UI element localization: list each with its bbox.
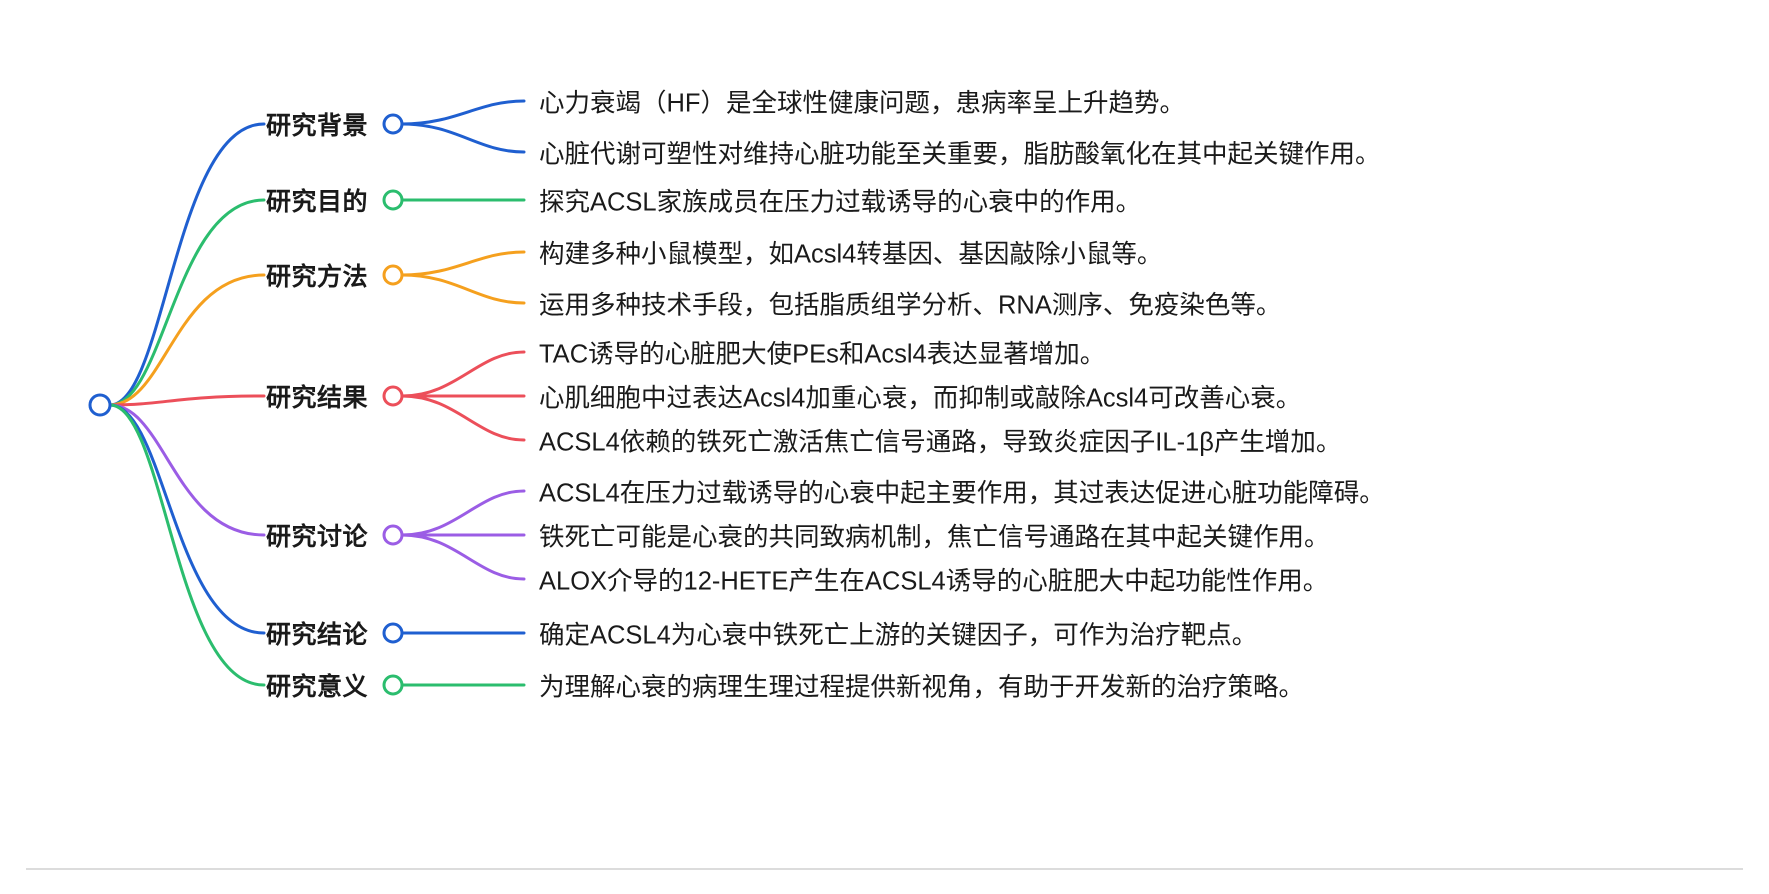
bottom-divider xyxy=(26,868,1743,870)
branch-label-discussion[interactable]: 研究讨论 xyxy=(265,523,368,551)
leaf-text-results-0[interactable]: TAC诱导的心脏肥大使PEs和Acsl4表达显著增加。 xyxy=(539,340,1106,369)
leaf-text-background-1[interactable]: 心脏代谢可塑性对维持心脏功能至关重要，脂肪酸氧化在其中起关键作用。 xyxy=(539,140,1381,169)
leaf-text-discussion-0[interactable]: ACSL4在压力过载诱导的心衰中起主要作用，其过表达促进心脏功能障碍。 xyxy=(539,479,1385,508)
leaf-text-objective-0[interactable]: 探究ACSL家族成员在压力过载诱导的心衰中的作用。 xyxy=(539,188,1142,217)
leaf-text-results-2[interactable]: ACSL4依赖的铁死亡激活焦亡信号通路，导致炎症因子IL-1β产生增加。 xyxy=(539,428,1342,457)
branch-label-results[interactable]: 研究结果 xyxy=(265,384,368,412)
leaf-text-discussion-1[interactable]: 铁死亡可能是心衰的共同致病机制，焦亡信号通路在其中起关键作用。 xyxy=(539,523,1330,552)
branch-label-background[interactable]: 研究背景 xyxy=(265,112,368,140)
branch-label-objective[interactable]: 研究目的 xyxy=(265,188,368,216)
leaf-text-background-0[interactable]: 心力衰竭（HF）是全球性健康问题，患病率呈上升趋势。 xyxy=(539,89,1185,118)
branch-label-conclusion[interactable]: 研究结论 xyxy=(265,621,368,649)
branch-label-methods[interactable]: 研究方法 xyxy=(265,263,368,291)
leaf-text-methods-1[interactable]: 运用多种技术手段，包括脂质组学分析、RNA测序、免疫染色等。 xyxy=(539,291,1282,320)
branch-label-significance[interactable]: 研究意义 xyxy=(265,673,368,701)
leaf-text-results-1[interactable]: 心肌细胞中过表达Acsl4加重心衰，而抑制或敲除Acsl4可改善心衰。 xyxy=(539,384,1302,413)
leaf-text-significance-0[interactable]: 为理解心衰的病理生理过程提供新视角，有助于开发新的治疗策略。 xyxy=(539,673,1305,702)
leaf-text-discussion-2[interactable]: ALOX介导的12-HETE产生在ACSL4诱导的心脏肥大中起功能性作用。 xyxy=(539,567,1329,596)
leaf-text-methods-0[interactable]: 构建多种小鼠模型，如Acsl4转基因、基因敲除小鼠等。 xyxy=(539,240,1163,269)
leaf-text-conclusion-0[interactable]: 确定ACSL4为心衰中铁死亡上游的关键因子，可作为治疗靶点。 xyxy=(539,621,1258,650)
